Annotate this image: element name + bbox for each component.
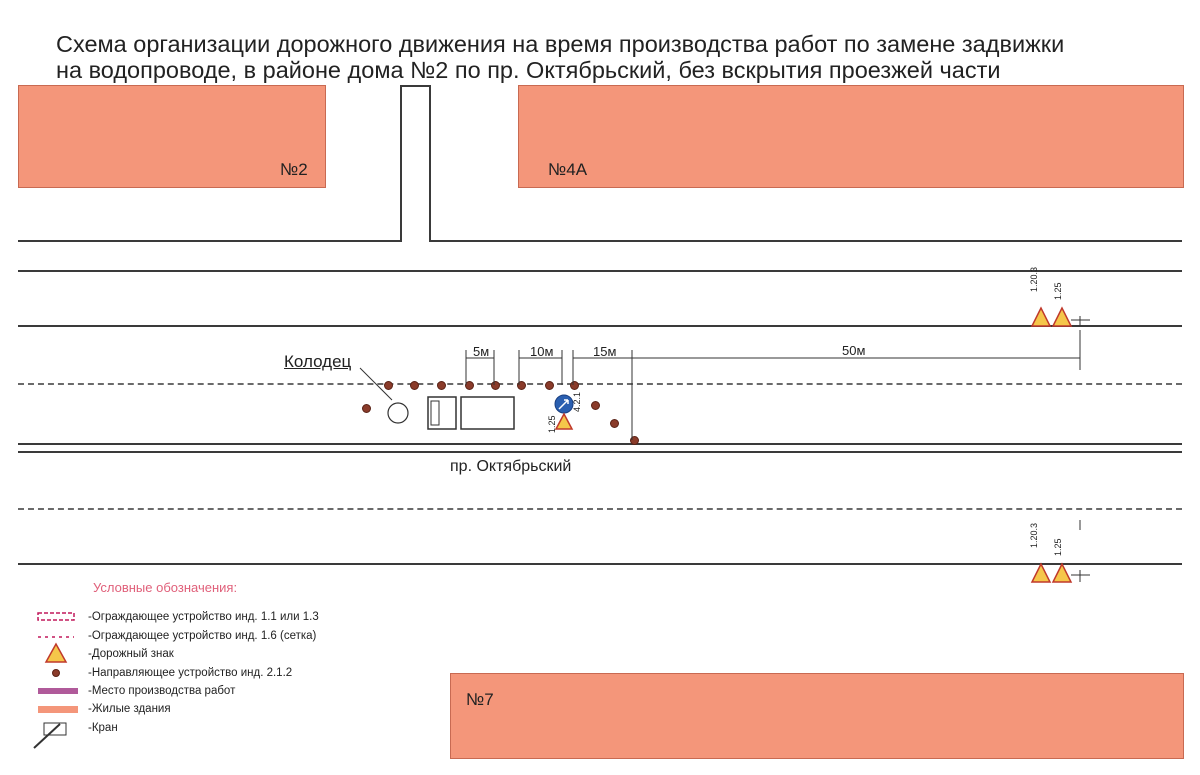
- legend-item-road-sign: -Дорожный знак: [88, 648, 174, 660]
- cone: [545, 381, 554, 390]
- driveway-right-edge: [429, 85, 431, 241]
- dim-50m: 50м: [842, 343, 866, 358]
- driveway-top: [400, 85, 431, 87]
- driveway-left-edge: [400, 85, 402, 241]
- cone: [570, 381, 579, 390]
- dim-15m: 15м: [593, 344, 617, 359]
- sign-code-1-25-work: 1.25: [547, 415, 557, 433]
- title-line-2: на водопроводе, в районе дома №2 по пр. …: [56, 57, 1001, 83]
- legend-item-work-site: -Место производства работ: [88, 685, 236, 697]
- sign-code-1-20-3-bottom: 1.20.3: [1029, 522, 1039, 548]
- diagram-title: Схема организации дорожного движения на …: [56, 31, 1186, 83]
- cone: [491, 381, 500, 390]
- road-edge-bottom: [18, 563, 1182, 565]
- sign-code-1-20-3-top: 1.20.3: [1029, 266, 1039, 292]
- center-dashed-line-2: [18, 508, 1182, 510]
- legend-item-mesh-barrier: -Ограждающее устройство инд. 1.6 (сетка): [88, 630, 317, 642]
- legend-item-residential: -Жилые здания: [88, 703, 171, 715]
- sidewalk-line-top: [18, 240, 402, 242]
- building-4a-label: №4А: [548, 160, 588, 179]
- sign-code-4-2-1: 4.2.1: [572, 391, 582, 412]
- center-dashed-line-1: [18, 383, 1182, 385]
- cone: [437, 381, 446, 390]
- road-edge-top: [18, 270, 1182, 272]
- cone: [610, 419, 619, 428]
- building-7: [450, 673, 1184, 759]
- cone: [630, 436, 639, 445]
- legend-item-barrier: -Ограждающее устройство инд. 1.1 или 1.3: [88, 611, 319, 623]
- sidewalk-line-top-right: [429, 240, 1182, 242]
- cone: [465, 381, 474, 390]
- building-2: [18, 85, 326, 188]
- cone: [410, 381, 419, 390]
- median-line-top: [18, 443, 1182, 445]
- legend-title: Условные обозначения:: [93, 580, 238, 595]
- sign-code-1-25-top: 1.25: [1053, 282, 1063, 300]
- lane-line-1: [18, 325, 1182, 327]
- dim-10m: 10м: [530, 344, 554, 359]
- street-name: пр. Октябрьский: [450, 458, 572, 475]
- building-7-label: №7: [466, 690, 494, 709]
- dim-5m: 5м: [473, 344, 490, 359]
- cone: [517, 381, 526, 390]
- cone: [384, 381, 393, 390]
- title-line-1: Схема организации дорожного движения на …: [56, 31, 1065, 57]
- legend-item-guiding-device: -Направляющее устройство инд. 2.1.2: [88, 667, 293, 679]
- cone: [362, 404, 371, 413]
- well-label: Колодец: [284, 352, 352, 371]
- legend-item-crane: -Кран: [88, 722, 118, 734]
- median-line-bottom: [18, 451, 1182, 453]
- building-4a: [518, 85, 1184, 188]
- cone: [591, 401, 600, 410]
- sign-code-1-25-bottom: 1.25: [1053, 538, 1063, 556]
- building-2-label: №2: [280, 160, 308, 179]
